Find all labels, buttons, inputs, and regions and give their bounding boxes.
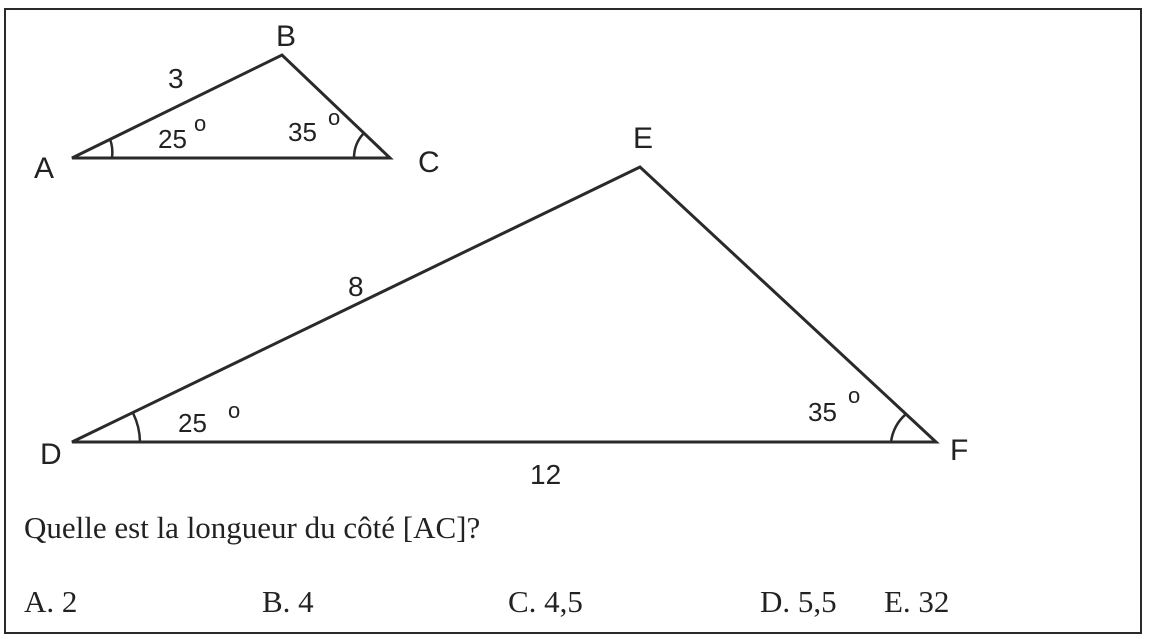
degree-mark-f: o [848, 383, 860, 408]
vertex-label-d: D [40, 438, 62, 471]
vertex-label-c: C [418, 146, 440, 179]
angle-label-f: 35 [808, 397, 837, 427]
angle-arc-f [889, 413, 907, 443]
choice-d[interactable]: D. 5,5 [760, 584, 837, 619]
figure-frame [4, 8, 1142, 634]
choice-e[interactable]: E. 32 [884, 584, 950, 619]
question-text: Quelle est la longueur du côté [AC]? [24, 510, 481, 545]
triangle-abc [71, 53, 394, 160]
side-label-de: 8 [348, 271, 364, 302]
angle-label-a: 25 [158, 124, 187, 154]
angle-arc-d [131, 412, 142, 443]
angle-label-d: 25 [178, 408, 207, 438]
choice-c[interactable]: C. 4,5 [508, 584, 583, 619]
angle-label-c: 35 [288, 117, 317, 147]
vertex-label-e: E [633, 122, 653, 155]
angle-arc-a [108, 138, 114, 159]
triangle-def [71, 165, 940, 444]
degree-mark-a: o [194, 111, 206, 136]
angle-arc-c [352, 132, 365, 159]
side-label-ab: 3 [168, 63, 184, 94]
side-label-df: 12 [530, 459, 561, 490]
vertex-label-f: F [950, 434, 968, 467]
choice-b[interactable]: B. 4 [262, 584, 314, 619]
vertex-label-b: B [276, 20, 296, 53]
degree-mark-c: o [328, 105, 340, 130]
choice-a[interactable]: A. 2 [24, 584, 78, 619]
degree-mark-d: o [228, 398, 240, 423]
vertex-label-a: A [34, 152, 54, 185]
